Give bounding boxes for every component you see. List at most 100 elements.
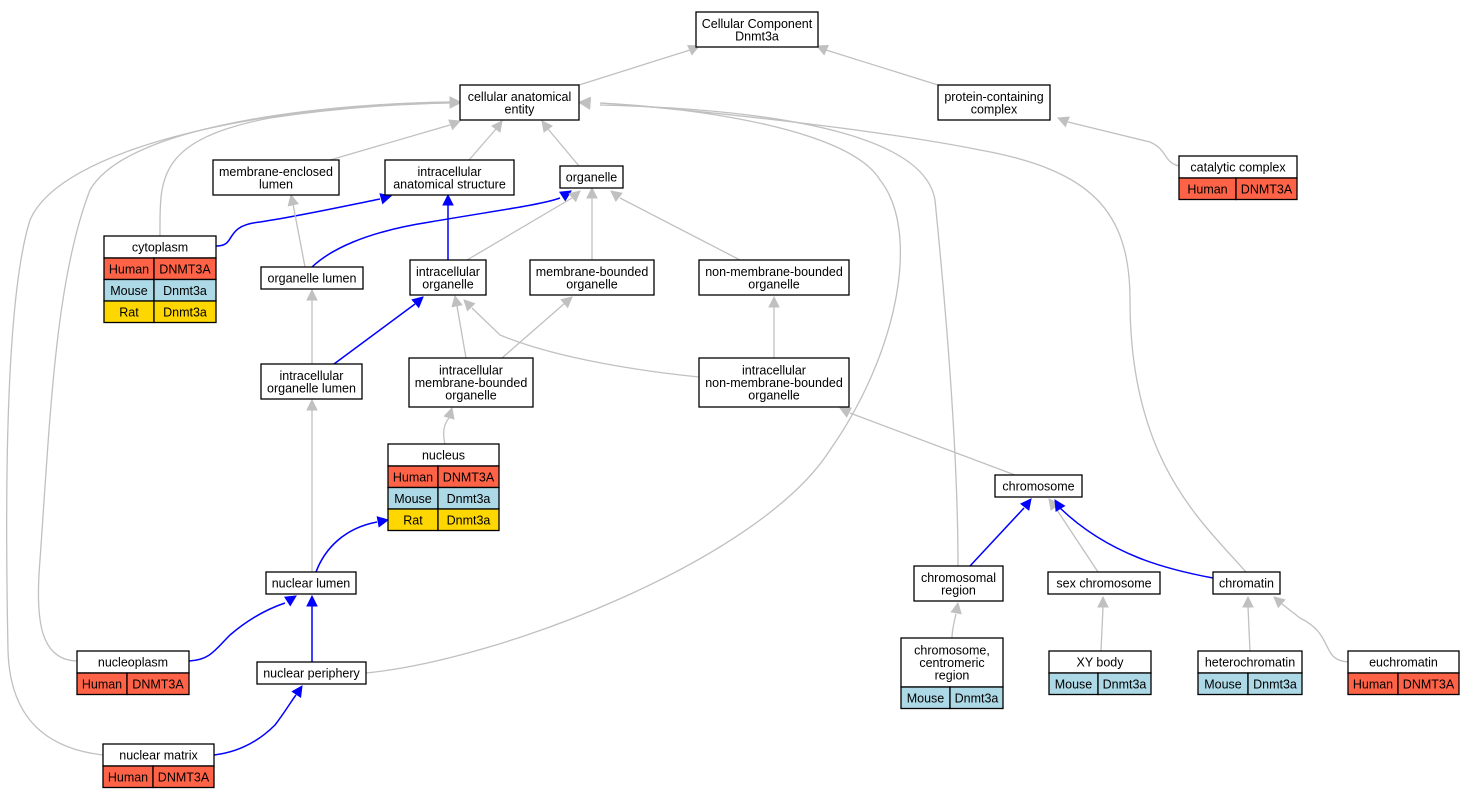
edge-line [1247,606,1251,652]
node-label: Dnmt3a [735,29,779,43]
node-label: intracellular [742,364,806,378]
gene-label: DNMT3A [132,677,184,691]
gene-label: Dnmt3a [163,305,207,319]
edge-line [311,197,561,268]
node-label: heterochromatin [1205,656,1295,670]
arrowhead [950,601,962,615]
edge-line [825,49,939,86]
arrowhead [1273,596,1286,609]
arrowhead [578,96,591,109]
node-sexchr[interactable]: sex chromosome [1047,571,1161,595]
species-label: Human [393,470,433,484]
node-box [1212,571,1281,595]
arrowhead [411,296,424,309]
arrowhead [768,295,780,308]
node-inmbo[interactable]: intracellularnon-membrane-boundedorganel… [698,357,850,408]
edge-line [213,694,297,756]
arrowhead [586,186,598,199]
node-box [529,259,655,296]
species-label: Mouse [907,691,945,705]
edges-layer [6,44,1349,756]
arrowhead [448,119,462,131]
edge-nucleo-nuclum [188,595,297,662]
node-nuclum[interactable]: nuclear lumen [265,571,357,595]
edge-nucper-cae [365,96,902,674]
node-box [913,565,1004,602]
species-label: Human [108,770,148,784]
node-chromatin[interactable]: chromatin [1212,571,1281,595]
node-chrom[interactable]: chromosome [994,474,1083,498]
gene-cell [1235,177,1298,201]
species-label: Mouse [110,284,148,298]
edge-line [333,303,416,365]
node-box [384,159,515,196]
arrowhead [1054,499,1066,512]
node-label: membrane-enclosed [219,165,333,179]
node-orglum[interactable]: organelle lumen [260,266,364,290]
arrowhead [287,193,299,207]
edge-inmbo-nmbo [768,295,780,358]
species-label: Rat [403,513,423,527]
edge-line [619,197,741,261]
edge-io-ias [442,193,454,260]
node-label: organelle [566,171,617,185]
arrowhead [560,296,573,309]
arrowhead [463,299,476,312]
arrowhead [376,516,390,528]
arrowhead [449,96,462,108]
node-label: cellular anatomical [468,90,572,104]
edge-org-cae [541,120,580,167]
arrowhead [442,193,454,206]
node-box [409,259,487,296]
edge-iol-io [333,296,424,365]
node-label: region [941,583,976,597]
edge-chrom-inmbo [839,407,1016,476]
node-label: organelle [566,277,617,291]
edge-cae-root [578,44,701,86]
edge-line [1281,603,1349,663]
arrowhead [559,190,572,202]
node-box [695,11,819,48]
edge-line [329,124,451,161]
node-label: chromosome [1002,480,1074,494]
node-label: organelle [445,389,496,403]
node-nucper[interactable]: nuclear periphery [256,661,367,685]
arrowhead [451,294,463,308]
arrowhead [1056,116,1070,128]
node-box [459,84,580,121]
arrowhead [1048,498,1060,511]
node-org[interactable]: organelle [559,165,624,189]
node-box [698,259,850,296]
edge-nmbo-org [610,190,741,261]
node-box [994,474,1083,498]
node-label: nuclear matrix [119,749,198,763]
node-box [1047,571,1161,595]
node-label: region [935,669,970,683]
